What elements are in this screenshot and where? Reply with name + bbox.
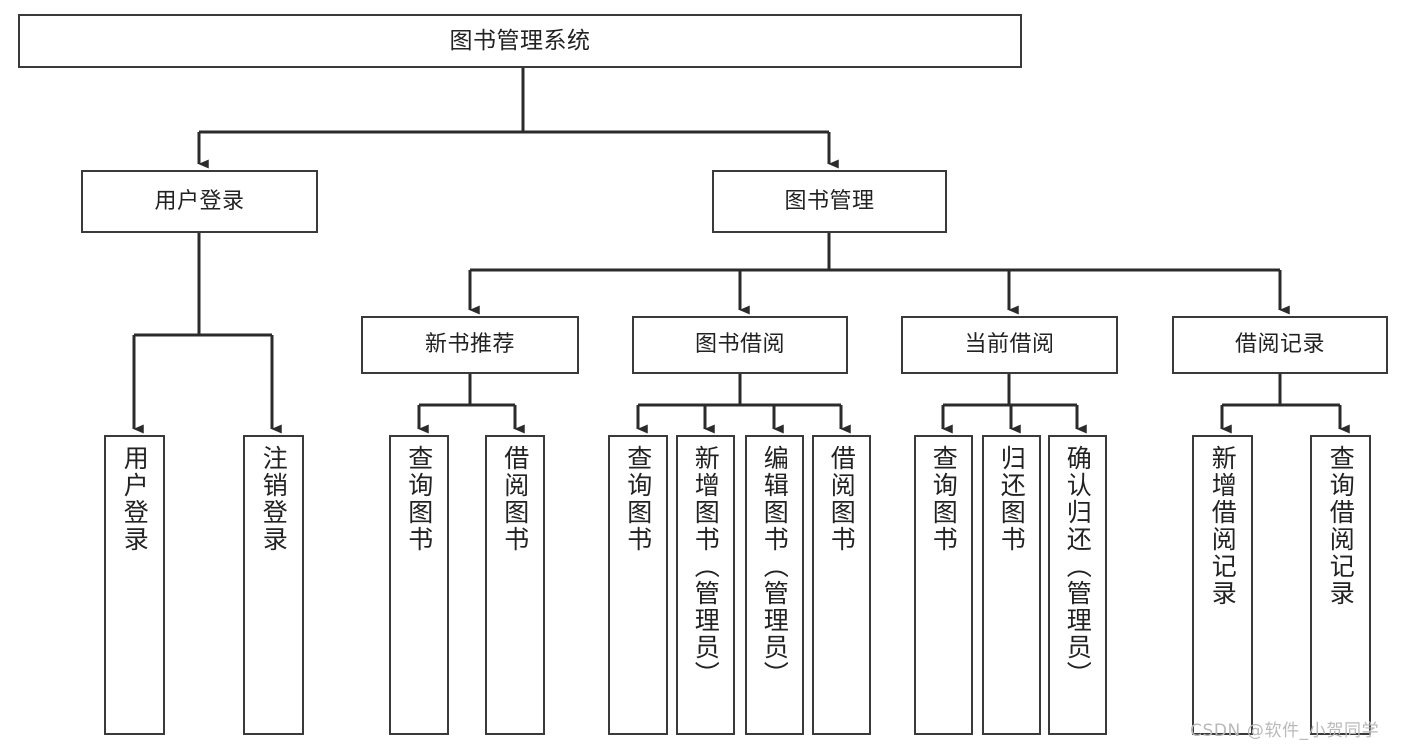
node-root-system[interactable]: 图书管理系统: [18, 14, 1022, 68]
node-label: 确认归还（管理员）: [1063, 445, 1093, 688]
node-leaf-query-book-current[interactable]: 查询图书: [914, 435, 973, 735]
node-label: 注销登录: [259, 445, 289, 553]
node-leaf-edit-book-admin[interactable]: 编辑图书（管理员）: [745, 435, 804, 735]
node-leaf-add-book-admin[interactable]: 新增图书（管理员）: [676, 435, 735, 735]
node-label: 查询借阅记录: [1326, 445, 1356, 607]
node-label: 用户登录: [154, 188, 245, 214]
node-current-borrow[interactable]: 当前借阅: [901, 316, 1118, 374]
node-leaf-logout[interactable]: 注销登录: [243, 435, 304, 735]
node-leaf-query-book-borrow[interactable]: 查询图书: [608, 435, 668, 735]
node-book-management[interactable]: 图书管理: [712, 170, 947, 233]
node-label: 新书推荐: [424, 332, 515, 358]
node-label: 图书借阅: [694, 332, 785, 358]
node-label: 图书管理系统: [449, 27, 591, 54]
node-new-book-recommend[interactable]: 新书推荐: [361, 316, 579, 374]
node-label: 借阅图书: [500, 445, 530, 553]
node-label: 借阅图书: [827, 445, 857, 553]
node-label: 用户登录: [120, 445, 150, 553]
node-user-login[interactable]: 用户登录: [81, 170, 318, 233]
node-book-borrow[interactable]: 图书借阅: [632, 316, 848, 374]
node-leaf-confirm-return-admin[interactable]: 确认归还（管理员）: [1048, 435, 1107, 735]
node-leaf-query-book-recommend[interactable]: 查询图书: [389, 435, 449, 735]
node-label: 借阅记录: [1234, 332, 1325, 358]
node-label: 查询图书: [929, 445, 959, 553]
node-label: 新增图书（管理员）: [691, 445, 721, 688]
node-leaf-query-borrow-record[interactable]: 查询借阅记录: [1310, 435, 1371, 735]
node-label: 查询图书: [623, 445, 653, 553]
node-leaf-user-login[interactable]: 用户登录: [104, 435, 165, 735]
node-leaf-add-borrow-record[interactable]: 新增借阅记录: [1192, 435, 1253, 735]
node-leaf-borrow-book-recommend[interactable]: 借阅图书: [485, 435, 545, 735]
node-label: 图书管理: [784, 188, 875, 214]
watermark-text: CSDN @软件_小贺同学: [1190, 721, 1380, 741]
node-borrow-record[interactable]: 借阅记录: [1172, 316, 1388, 374]
node-leaf-borrow-book[interactable]: 借阅图书: [812, 435, 871, 735]
node-leaf-return-book[interactable]: 归还图书: [982, 435, 1041, 735]
node-label: 新增借阅记录: [1208, 445, 1238, 607]
node-label: 当前借阅: [964, 332, 1055, 358]
node-label: 编辑图书（管理员）: [760, 445, 790, 688]
node-label: 查询图书: [404, 445, 434, 553]
node-label: 归还图书: [997, 445, 1027, 553]
